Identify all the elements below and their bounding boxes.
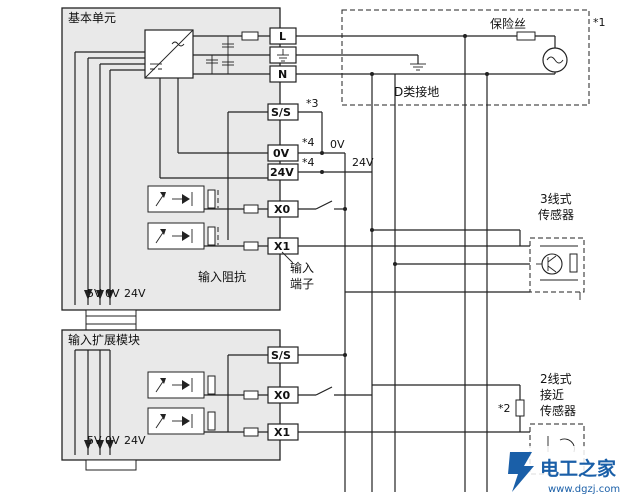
watermark-name: 电工之家 [540,457,617,480]
module-connector [85,309,137,331]
ext-0v: 0V [105,434,120,447]
ext-opto-input-x1 [147,407,268,437]
fuse-label: 保险丝 [490,16,526,31]
sensor-transistor-icon [541,253,563,275]
note-4a: *4 [302,136,315,149]
note-2: *2 [498,402,511,415]
note-4b: *4 [302,156,315,169]
extension-module-title: 输入扩展模块 [68,332,140,347]
ext-terminal-x1-label: X1 [274,426,290,439]
input-impedance-label: 输入阻抗 [198,269,246,284]
ground-icon [410,63,426,71]
sensor3-label-1: 3线式 [540,192,572,206]
ext-terminal-ss-label: S/S [271,349,291,362]
ground-terminal-icon [277,49,289,62]
rail-0v-label: 0V [330,138,345,151]
terminal-x0-label: X0 [274,203,290,216]
basic-unit-0v: 0V [105,287,120,300]
rail-24v-label: 24V [352,156,374,169]
fuse [516,31,536,41]
bleeder-resistor [515,399,525,417]
opto-input-x0 [147,185,268,214]
sensor2-label-3: 传感器 [540,403,576,418]
basic-unit-title: 基本单元 [68,11,116,25]
input-terminal-label-2: 端子 [290,277,314,291]
terminal-ss-label: S/S [271,106,291,119]
note-3: *3 [306,97,319,110]
watermark-url: www.dgzj.com [548,484,620,495]
lightning-logo-icon [508,452,534,492]
terminal-x1-label: X1 [274,240,290,253]
sensor2-label-2: 接近 [540,387,564,402]
basic-unit-5v: 5V [87,287,102,300]
sensor3-label-2: 传感器 [538,207,574,222]
terminal-l-label: L [279,30,286,43]
ext-terminal-x0-label: X0 [274,389,290,402]
three-wire-sensor [529,237,585,293]
ext-5v: 5V [87,434,102,447]
terminal-0v-label: 0V [273,147,290,160]
ground-class-label: D类接地 [394,84,439,99]
ext-opto-input-x0 [147,371,268,400]
sensor2-label-1: 2线式 [540,372,572,386]
watermark: 电工之家 www.dgzj.com [503,446,640,499]
ext-24v: 24V [124,434,146,447]
input-terminal-label-1: 输入 [290,260,314,275]
note-1: *1 [593,16,606,29]
terminal-24v-label: 24V [270,166,294,179]
basic-unit-24v: 24V [124,287,146,300]
terminal-n-label: N [278,68,287,81]
opto-input-x1 [147,222,268,251]
